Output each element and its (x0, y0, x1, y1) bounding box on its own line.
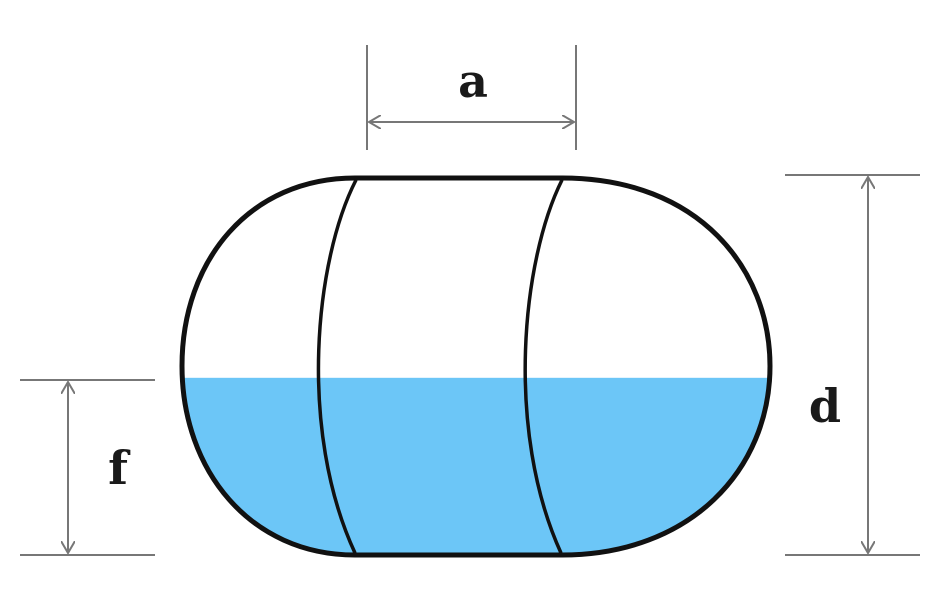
left-seam-line (316, 179, 358, 554)
tank-outline (179, 175, 773, 558)
label-a: a (458, 54, 488, 108)
label-d: d (809, 379, 841, 433)
water-fill (182, 377, 770, 555)
label-f: f (108, 441, 131, 495)
dimension-a (366, 45, 577, 150)
right-seam-line (523, 179, 564, 554)
dimension-f (20, 379, 155, 556)
dimension-d (785, 174, 920, 556)
